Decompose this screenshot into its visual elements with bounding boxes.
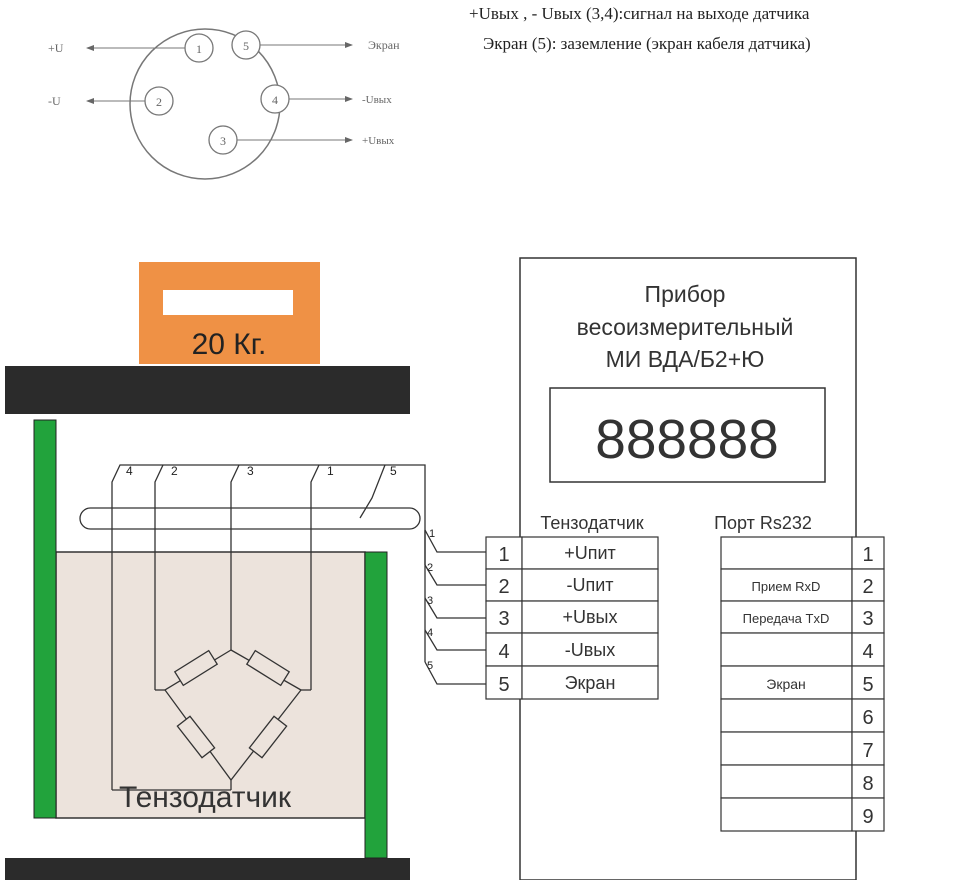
pin-4-label: 4 bbox=[272, 93, 278, 107]
connector-pinout: 1 2 3 4 5 +U -U Экран -Uвых +Uвых bbox=[48, 28, 400, 180]
port-row-4-pin: 4 bbox=[862, 641, 873, 663]
port-row-3-pin: 3 bbox=[862, 608, 873, 630]
port-row-5-signal: Экран bbox=[766, 676, 806, 692]
left-post bbox=[33, 419, 57, 819]
cable-sheath bbox=[79, 507, 421, 530]
device-title-3: МИ ВДА/Б2+Ю bbox=[606, 346, 765, 372]
sensor-wire-label-1: 4 bbox=[126, 464, 133, 478]
sensor-row-1-pin: 1 bbox=[498, 544, 509, 566]
cable-wires bbox=[424, 529, 486, 685]
sensor-row-4-pin: 4 bbox=[498, 641, 509, 663]
cable-label-3: 3 bbox=[427, 595, 433, 607]
sensor-block-title: Тензодатчик bbox=[540, 513, 643, 533]
port-block-title: Порт Rs232 bbox=[714, 513, 812, 533]
device-title-1: Прибор bbox=[645, 281, 726, 307]
device-display bbox=[549, 387, 826, 483]
bottom-platform bbox=[5, 858, 410, 880]
cable-label-2: 2 bbox=[427, 562, 433, 574]
port-row-7-pin: 7 bbox=[862, 740, 873, 762]
port-row-3-signal: Передача TxD bbox=[743, 611, 830, 626]
cable-label-4: 4 bbox=[427, 627, 433, 639]
port-row-6-pin: 6 bbox=[862, 707, 873, 729]
sensor-wires bbox=[111, 464, 426, 791]
port-row-8-pin: 8 bbox=[862, 773, 873, 795]
right-post bbox=[364, 551, 388, 859]
pin-3-label: 3 bbox=[220, 134, 226, 148]
port-row-2-pin: 2 bbox=[862, 576, 873, 598]
sensor-wire-label-4: 1 bbox=[327, 464, 334, 478]
pin-5-label: 5 bbox=[243, 39, 249, 53]
weight-block: 20 Кг. bbox=[139, 262, 320, 364]
port-row-5-pin: 5 bbox=[862, 674, 873, 696]
note-line-2: Экран (5): заземление (экран кабеля датч… bbox=[483, 34, 811, 53]
weight-window bbox=[163, 290, 293, 315]
sensor-row-3-signal: +Uвых bbox=[562, 607, 617, 627]
label-minus-u: -U bbox=[48, 94, 61, 108]
top-platform bbox=[5, 366, 410, 414]
note-line-1: +Uвых , - Uвых (3,4):сигнал на выходе да… bbox=[469, 4, 810, 23]
sensor-wire-label-2: 2 bbox=[171, 464, 178, 478]
sensor-wire-label-5: 5 bbox=[390, 464, 397, 478]
label-minus-uout: -Uвых bbox=[362, 94, 392, 106]
sensor-row-1-signal: +Uпит bbox=[564, 543, 616, 563]
device-display-value: 888888 bbox=[595, 408, 779, 470]
weighing-device: Прибор весоизмерительный МИ ВДА/Б2+Ю 888… bbox=[485, 257, 885, 880]
sensor-label: Тензодатчик bbox=[119, 781, 292, 814]
pin-1-label: 1 bbox=[196, 42, 202, 56]
sensor-row-5-signal: Экран bbox=[565, 673, 616, 693]
bridge-resistors bbox=[173, 649, 291, 759]
label-plus-uout: +Uвых bbox=[362, 135, 395, 147]
label-screen: Экран bbox=[368, 38, 400, 52]
cable-label-5: 5 bbox=[427, 660, 433, 672]
port-terminal-block bbox=[720, 536, 885, 832]
device-title-2: весоизмерительный bbox=[577, 314, 794, 340]
load-cell: 4 2 3 1 5 Тензодатчик bbox=[33, 419, 426, 859]
sensor-body bbox=[55, 551, 366, 819]
sensor-row-2-pin: 2 bbox=[498, 576, 509, 598]
port-row-1-pin: 1 bbox=[862, 544, 873, 566]
cable-label-1: 1 bbox=[429, 528, 435, 540]
sensor-row-4-signal: -Uвых bbox=[565, 640, 616, 660]
sensor-wire-label-3: 3 bbox=[247, 464, 254, 478]
sensor-terminal-block bbox=[485, 536, 659, 700]
label-plus-u: +U bbox=[48, 41, 64, 55]
port-row-2-signal: Прием RxD bbox=[752, 579, 821, 594]
port-row-9-pin: 9 bbox=[862, 806, 873, 828]
pin-2-label: 2 bbox=[156, 95, 162, 109]
sensor-row-2-signal: -Uпит bbox=[566, 575, 613, 595]
sensor-row-5-pin: 5 bbox=[498, 674, 509, 696]
weight-label: 20 Кг. bbox=[192, 328, 267, 361]
sensor-row-3-pin: 3 bbox=[498, 608, 509, 630]
